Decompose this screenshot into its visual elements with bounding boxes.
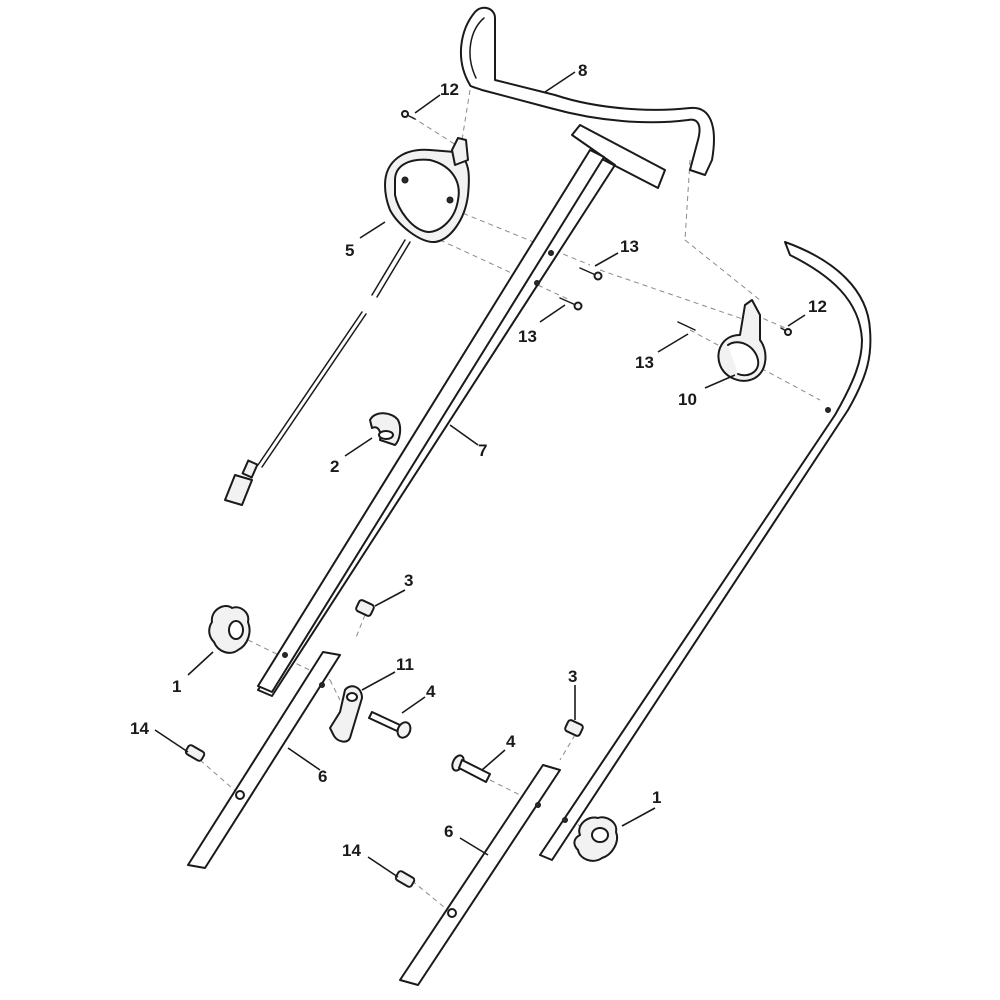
callout-1-right: 1 <box>652 788 661 807</box>
callout-12-left: 12 <box>440 80 459 99</box>
part-14-screws <box>184 744 416 888</box>
screw-12-left <box>401 110 416 120</box>
callout-3-right: 3 <box>568 667 577 686</box>
callout-4-upper: 4 <box>426 682 436 701</box>
callout-2: 2 <box>330 457 339 476</box>
callout-14-left: 14 <box>130 719 149 738</box>
leader-lines <box>154 71 806 878</box>
callout-4-lower: 4 <box>506 732 516 751</box>
callout-labels: 8 12 5 13 13 13 12 10 2 7 3 1 11 4 14 6 … <box>130 61 827 860</box>
screw-13-upper <box>579 267 603 281</box>
callout-6-left: 6 <box>318 767 327 786</box>
callout-3-left: 3 <box>404 571 413 590</box>
callout-8: 8 <box>578 61 587 80</box>
callout-13-upper: 13 <box>620 237 639 256</box>
part-2-cable-clip <box>369 412 402 446</box>
callout-13-right: 13 <box>635 353 654 372</box>
part-7-handle-tube <box>257 124 666 697</box>
part-8-bail-handle <box>459 6 715 176</box>
bolt-lower <box>451 754 491 783</box>
screw-14-right <box>394 870 416 888</box>
part-5-switch-box <box>384 137 470 244</box>
callout-11: 11 <box>396 655 414 674</box>
callout-14-right: 14 <box>342 841 361 860</box>
callout-7: 7 <box>478 441 487 460</box>
callout-6-right: 6 <box>444 822 453 841</box>
knob-right <box>573 816 618 862</box>
part-3-spacers <box>355 599 584 737</box>
callout-12-right: 12 <box>808 297 827 316</box>
screw-13-right <box>677 321 696 331</box>
part-10-lever-holder <box>717 299 767 382</box>
callout-1-left: 1 <box>172 677 181 696</box>
screw-13-lower <box>559 297 583 311</box>
bolt-upper <box>368 711 412 739</box>
alignment-lines <box>199 89 821 913</box>
callout-5: 5 <box>345 241 354 260</box>
callout-10: 10 <box>678 390 697 409</box>
knob-left <box>208 604 251 654</box>
screw-14-left <box>184 744 206 762</box>
callout-13-lower: 13 <box>518 327 537 346</box>
part-5-cable <box>224 239 411 506</box>
part-11-clamp-lever <box>329 685 363 743</box>
screws-upper <box>401 110 792 336</box>
part-6-lower-tubes <box>187 651 561 986</box>
part-1-knobs <box>208 604 618 862</box>
right-handle-tube <box>539 241 872 861</box>
screw-12-right <box>780 327 792 336</box>
part-4-bolts <box>368 711 491 783</box>
